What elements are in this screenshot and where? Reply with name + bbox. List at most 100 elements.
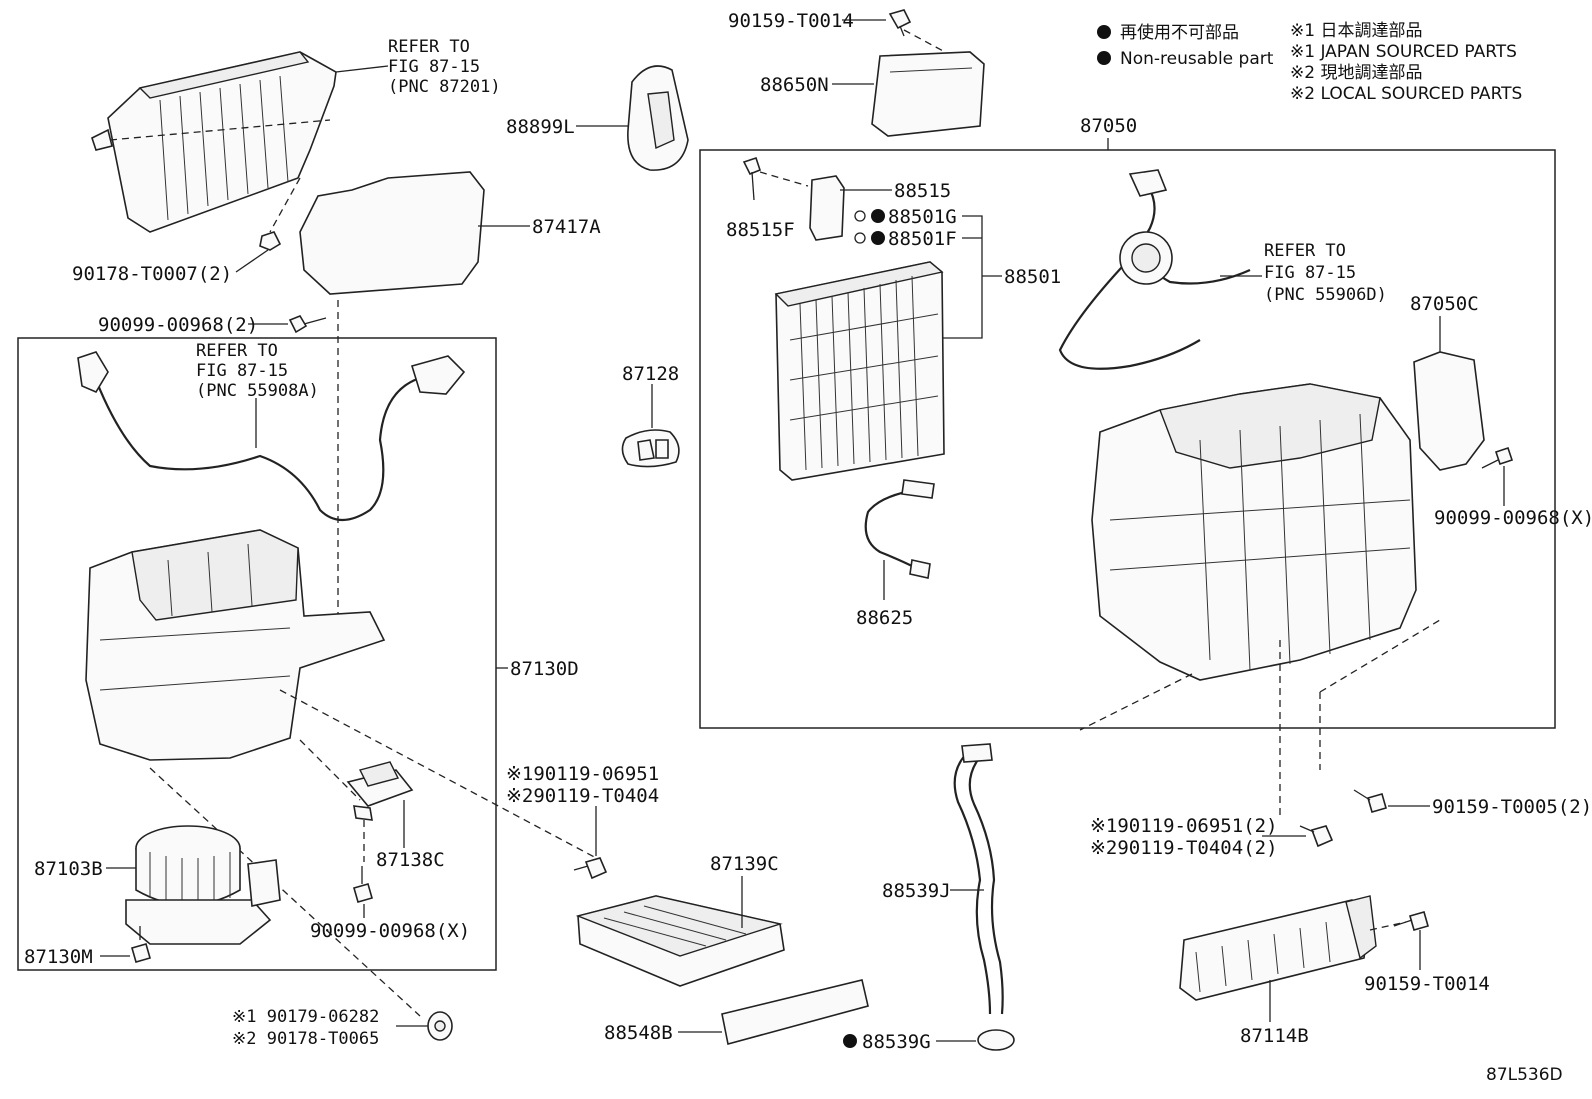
label-88899l: 88899L <box>506 116 575 138</box>
p90178-leader <box>235 249 269 273</box>
blower-case-87130d-part <box>85 529 386 761</box>
wire-harness-55906d-part <box>1058 169 1251 370</box>
screw-90099-00968-x-left-icon <box>353 866 373 903</box>
label-90119-t0404: ※290119-T0404 <box>506 785 659 807</box>
label-87130d: 87130D <box>510 658 579 680</box>
blower-dash <box>149 689 601 1017</box>
label-87130m: 87130M <box>24 946 93 968</box>
seal-87417a-part <box>299 171 485 295</box>
label-87103b: 87103B <box>34 858 103 880</box>
evaporator-88501-part <box>774 261 945 481</box>
label-87050c: 87050C <box>1410 293 1479 315</box>
bolt-90119-icon <box>573 857 608 880</box>
screw-90099-00968-icon <box>288 315 327 334</box>
gasket-87128-part <box>621 429 680 468</box>
wire-harness-55908a-part <box>77 351 466 522</box>
filter-87139c-part <box>575 895 785 987</box>
bolt-90159-t0005-icon <box>1353 789 1387 813</box>
ref1-line3: (PNC 87201) <box>388 77 501 97</box>
label-90119-06951-2: ※190119-06951(2) <box>1090 815 1278 837</box>
legend-note1-en: ※1 JAPAN SOURCED PARTS <box>1290 42 1517 62</box>
label-88501f: 88501F <box>888 228 957 250</box>
ref1-note: REFER TO FIG 87-15 (PNC 87201) <box>388 37 501 97</box>
oring-88501f-icon <box>854 232 866 244</box>
label-88625: 88625 <box>856 607 913 629</box>
label-90099-00968-x-left: 90099-00968(X) <box>310 920 470 942</box>
non-reusable-dot-icon <box>843 1034 857 1048</box>
ref3-line3: (PNC 55906D) <box>1264 285 1387 305</box>
legend-note2-en: ※2 LOCAL SOURCED PARTS <box>1290 84 1522 104</box>
label-90159-t0014-bottom: 90159-T0014 <box>1364 973 1490 995</box>
label-90099-00968-x-right: 90099-00968(X) <box>1434 507 1592 529</box>
heater-unit-body-part <box>1091 383 1417 681</box>
non-reusable-dot-icon <box>1097 51 1111 65</box>
oring-88501g-icon <box>854 210 866 222</box>
actuator-87050c-part <box>1413 351 1485 471</box>
label-88539g: 88539G <box>862 1031 931 1053</box>
label-88548b: 88548B <box>604 1022 673 1044</box>
thermistor-88625-part <box>864 479 935 579</box>
label-88501: 88501 <box>1004 266 1061 288</box>
air-duct-part <box>91 51 337 233</box>
ref3-line2: FIG 87-15 <box>1264 263 1356 283</box>
label-90099-00968-2: 90099-00968(2) <box>98 314 258 336</box>
ref2-line1: REFER TO <box>196 341 278 361</box>
legend-non-reusable-en: Non-reusable part <box>1120 49 1274 69</box>
legend: 再使用不可部品 Non-reusable part ※1 日本調達部品 ※1 J… <box>1097 21 1522 104</box>
cover-88548b-part <box>721 979 869 1045</box>
ref1-line2: FIG 87-15 <box>388 57 480 77</box>
legend-note2-jp: ※2 現地調達部品 <box>1290 63 1422 83</box>
label-90119-t0404-2: ※290119-T0404(2) <box>1090 837 1278 859</box>
heater-core-dash <box>1369 921 1407 931</box>
bolt-88515f-icon <box>742 156 761 201</box>
grommet-88539g-part <box>977 1029 1015 1051</box>
label-88539j: 88539J <box>882 880 951 902</box>
label-87050: 87050 <box>1080 115 1137 137</box>
blower-motor-87103b-part <box>125 825 281 945</box>
non-reusable-dot-icon <box>871 231 885 245</box>
label-90159-t0005: 90159-T0005(2) <box>1432 796 1592 818</box>
blower-assembly-box <box>17 337 497 971</box>
screw-87130m-icon <box>131 926 151 963</box>
diagram-code: 87L536D <box>1486 1065 1563 1085</box>
drain-hose-88539j-part <box>953 743 1004 1015</box>
label-87139c: 87139C <box>710 853 779 875</box>
ref1-leader <box>335 65 389 73</box>
bolt-90159-t0014-bottom-icon <box>1393 911 1429 931</box>
clip-90178-t0007-icon <box>259 231 282 251</box>
ref3-note: REFER TO FIG 87-15 (PNC 55906D) <box>1264 241 1387 305</box>
heater-unit-dash <box>1079 619 1441 820</box>
resistor-87138c-part <box>346 761 414 821</box>
heater-core-87114b-part <box>1179 895 1377 1001</box>
label-90159-t0014-top: 90159-T0014 <box>728 10 854 32</box>
label-88515f: 88515F <box>726 219 795 241</box>
label-90178-t0065: ※2 90178-T0065 <box>232 1029 379 1049</box>
label-88501g: 88501G <box>888 206 957 228</box>
module-88650n-part <box>871 51 985 137</box>
label-90179-06282: ※1 90179-06282 <box>232 1007 379 1027</box>
ref1-line1: REFER TO <box>388 37 470 57</box>
label-90178-t0007: 90178-T0007(2) <box>72 263 232 285</box>
ref2-line3: (PNC 55908A) <box>196 381 319 401</box>
p88501-bracket <box>940 215 1002 339</box>
label-88650n: 88650N <box>760 74 829 96</box>
bolt-90159-t0014-top-icon <box>888 9 912 37</box>
bolt-88515f-dash <box>759 171 809 187</box>
ref2-note: REFER TO FIG 87-15 (PNC 55908A) <box>196 341 319 401</box>
non-reusable-dot-icon <box>871 209 885 223</box>
heater-unit-box <box>699 149 1556 729</box>
label-90119-06951: ※190119-06951 <box>506 763 659 785</box>
duct-ref-dash <box>109 119 331 233</box>
valve-88515-part <box>809 175 845 241</box>
ref3-line1: REFER TO <box>1264 241 1346 261</box>
legend-note1-jp: ※1 日本調達部品 <box>1290 21 1422 41</box>
label-87138c: 87138C <box>376 849 445 871</box>
ref2-line2: FIG 87-15 <box>196 361 288 381</box>
bolt-90119-2-icon <box>1299 825 1334 848</box>
non-reusable-dot-icon <box>1097 25 1111 39</box>
label-87417a: 87417A <box>532 216 601 238</box>
screw-90099-00968-x-right-icon <box>1481 446 1514 469</box>
label-88515: 88515 <box>894 180 951 202</box>
legend-non-reusable-jp: 再使用不可部品 <box>1120 22 1239 43</box>
